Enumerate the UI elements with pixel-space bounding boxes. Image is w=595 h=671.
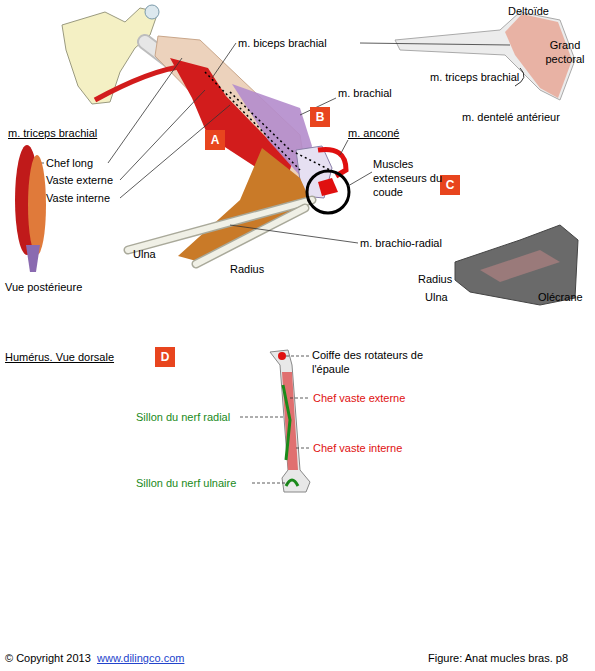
radius-bone — [196, 208, 305, 264]
radius-bone — [196, 208, 305, 264]
callout-letter: A — [211, 133, 220, 147]
callout-letter: C — [446, 178, 455, 192]
leader-line — [108, 58, 182, 163]
part-label: Humérus. Vue dorsale — [5, 350, 114, 364]
part-label: Sillon du nerf ulnaire — [136, 476, 236, 490]
leader-line — [360, 43, 510, 45]
ulna-bone — [128, 200, 312, 250]
leader-line — [212, 43, 236, 78]
part-label: m. anconé — [348, 126, 399, 140]
part-label: m. triceps brachial — [430, 70, 519, 84]
dotted-outline — [230, 92, 330, 170]
triceps-lateral-head — [28, 155, 46, 255]
part-label: m. brachio-radial — [360, 236, 442, 250]
leader-line — [340, 140, 348, 155]
part-label: m. triceps brachial — [8, 126, 97, 140]
part-label: Radius — [418, 272, 452, 286]
elbow-muscle — [480, 250, 560, 282]
figure-caption: Figure: Anat mucles bras. p8 — [428, 651, 568, 665]
letter-badge: B — [310, 107, 330, 127]
part-label: Sillon du nerf radial — [136, 410, 230, 424]
part-label: Olécrane — [538, 290, 583, 304]
dotted-outline — [205, 72, 300, 170]
radial-groove — [283, 385, 290, 460]
part-label: Ulna — [425, 290, 448, 304]
leader-lines — [240, 356, 310, 483]
part-label: m. biceps brachial — [238, 36, 327, 50]
part-label: m. dentelé antérieur — [462, 110, 560, 124]
part-label: Grand pectoral — [536, 38, 594, 66]
part-label: Coiffe des rotateurs de l'épaule — [312, 348, 432, 376]
rotator-cuff-insertion — [278, 352, 286, 360]
extensor-muscle — [318, 178, 338, 196]
ulna-bone — [128, 200, 312, 250]
callout-letter: D — [161, 350, 170, 364]
leader-line — [120, 90, 205, 180]
leader-line — [348, 172, 372, 186]
part-label: Chef long — [46, 156, 93, 170]
part-label: m. brachial — [338, 86, 392, 100]
leader-line — [296, 448, 310, 449]
leader-line — [240, 417, 285, 418]
part-label: © Copyright 2013 — [5, 651, 91, 665]
part-label: Ulna — [133, 247, 156, 261]
shoulder-joint — [145, 5, 159, 19]
leader-line — [230, 225, 358, 243]
part-label: Vaste interne — [46, 191, 110, 205]
part-label: Vue postérieure — [5, 280, 82, 294]
part-label: Vaste externe — [46, 173, 113, 187]
highlight-circle — [307, 171, 349, 213]
part-label: Deltoïde — [508, 4, 549, 18]
callout-letter: B — [316, 110, 325, 124]
triceps-tendon — [95, 66, 185, 100]
letter-badge: C — [440, 175, 460, 195]
leader-line — [120, 105, 230, 198]
leader-lines — [30, 43, 372, 243]
part-label: Chef vaste interne — [313, 441, 402, 455]
letter-badge: D — [155, 347, 175, 367]
leader-line — [286, 356, 310, 357]
leader-line — [290, 398, 310, 399]
triceps-insertion — [282, 372, 298, 470]
part-label: Radius — [230, 262, 264, 276]
letter-badge: A — [205, 130, 225, 150]
triceps-tendon — [26, 245, 40, 272]
leader-line — [252, 483, 288, 484]
part-label: Chef vaste externe — [313, 391, 405, 405]
part-label: Muscles extenseurs du coude — [373, 157, 463, 199]
part-label: www.dilingco.com — [97, 651, 184, 665]
humerus-bone — [270, 350, 310, 492]
